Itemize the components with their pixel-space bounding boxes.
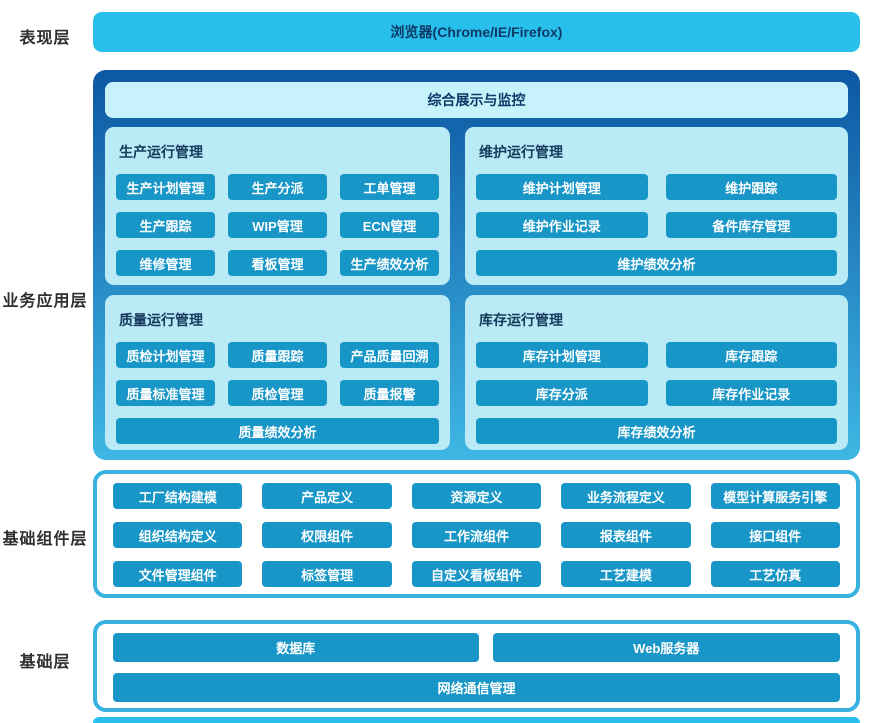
business-panel-grid: 生产运行管理 生产计划管理 生产分派 工单管理 生产跟踪 WIP管理 ECN管理… (105, 127, 848, 450)
diagram-main-column: 浏览器(Chrome/IE/Firefox) 综合展示与监控 生产运行管理 生产… (93, 0, 860, 723)
module-button: 生产计划管理 (116, 174, 215, 200)
component-button: 组织结构定义 (113, 522, 243, 548)
business-application-layer-container: 综合展示与监控 生产运行管理 生产计划管理 生产分派 工单管理 生产跟踪 WIP… (93, 70, 860, 460)
layer-label-presentation: 表现层 (19, 30, 71, 47)
component-button: 产品定义 (262, 483, 392, 509)
panel-production: 生产运行管理 生产计划管理 生产分派 工单管理 生产跟踪 WIP管理 ECN管理… (105, 127, 450, 285)
panel-inventory: 库存运行管理 库存计划管理 库存跟踪 库存分派 库存作业记录 库存绩效分析 (465, 295, 848, 450)
network-communication-block: 网络通信管理 (113, 673, 840, 702)
module-button: 生产绩效分析 (340, 250, 439, 276)
module-button: 质量绩效分析 (116, 418, 439, 444)
components-layer-container: 工厂结构建模 产品定义 资源定义 业务流程定义 模型计算服务引擎 组织结构定义 … (93, 470, 860, 598)
component-button: 业务流程定义 (561, 483, 691, 509)
module-button: 质量跟踪 (228, 342, 327, 368)
component-button: 工艺建模 (561, 561, 691, 587)
component-button: 资源定义 (411, 483, 542, 509)
module-button: 库存分派 (476, 380, 648, 406)
module-button: 维修管理 (116, 250, 215, 276)
component-button: 权限组件 (262, 522, 392, 548)
module-button: 生产跟踪 (116, 212, 215, 238)
component-button: 工厂结构建模 (113, 483, 243, 509)
component-button: 模型计算服务引擎 (710, 483, 840, 509)
base-layer-container: 数据库 Web服务器 网络通信管理 (93, 620, 860, 712)
module-button: 生产分派 (228, 174, 327, 200)
module-button: 库存计划管理 (476, 342, 648, 368)
component-button: 接口组件 (710, 522, 840, 548)
component-button: 报表组件 (561, 522, 691, 548)
module-button: 质量报警 (340, 380, 439, 406)
panel-title: 维护运行管理 (479, 144, 563, 160)
module-button: 库存作业记录 (665, 380, 837, 406)
layer-label-business: 业务应用层 (2, 293, 88, 310)
module-button: 维护跟踪 (665, 174, 837, 200)
panel-quality: 质量运行管理 质检计划管理 质量跟踪 产品质量回溯 质量标准管理 质检管理 质量… (105, 295, 450, 450)
module-button: 库存跟踪 (665, 342, 837, 368)
component-button: 工作流组件 (411, 522, 542, 548)
module-button: 维护计划管理 (476, 174, 648, 200)
module-button: 看板管理 (228, 250, 327, 276)
module-button: WIP管理 (228, 212, 327, 238)
module-button: 质检计划管理 (116, 342, 215, 368)
web-server-block: Web服务器 (492, 633, 840, 662)
component-button: 自定义看板组件 (411, 561, 542, 587)
cropped-next-container-edge (93, 717, 860, 723)
module-button: 库存绩效分析 (476, 418, 837, 444)
module-button: 维护绩效分析 (476, 250, 837, 276)
panel-title: 库存运行管理 (479, 312, 563, 328)
component-button: 标签管理 (262, 561, 392, 587)
module-button: 工单管理 (340, 174, 439, 200)
module-button: 备件库存管理 (665, 212, 837, 238)
panel-title: 质量运行管理 (119, 312, 203, 328)
layer-label-base: 基础层 (19, 654, 71, 671)
module-button: ECN管理 (340, 212, 439, 238)
module-button: 维护作业记录 (476, 212, 648, 238)
module-button: 质量标准管理 (116, 380, 215, 406)
module-button: 产品质量回溯 (340, 342, 439, 368)
browser-bar: 浏览器(Chrome/IE/Firefox) (93, 12, 860, 52)
database-block: 数据库 (113, 633, 479, 662)
module-button: 质检管理 (228, 380, 327, 406)
monitor-bar: 综合展示与监控 (105, 82, 848, 118)
panel-maintenance: 维护运行管理 维护计划管理 维护跟踪 维护作业记录 备件库存管理 维护绩效分析 (465, 127, 848, 285)
panel-title: 生产运行管理 (119, 144, 203, 160)
component-button: 文件管理组件 (113, 561, 243, 587)
component-button: 工艺仿真 (710, 561, 840, 587)
layer-label-components: 基础组件层 (2, 531, 88, 548)
